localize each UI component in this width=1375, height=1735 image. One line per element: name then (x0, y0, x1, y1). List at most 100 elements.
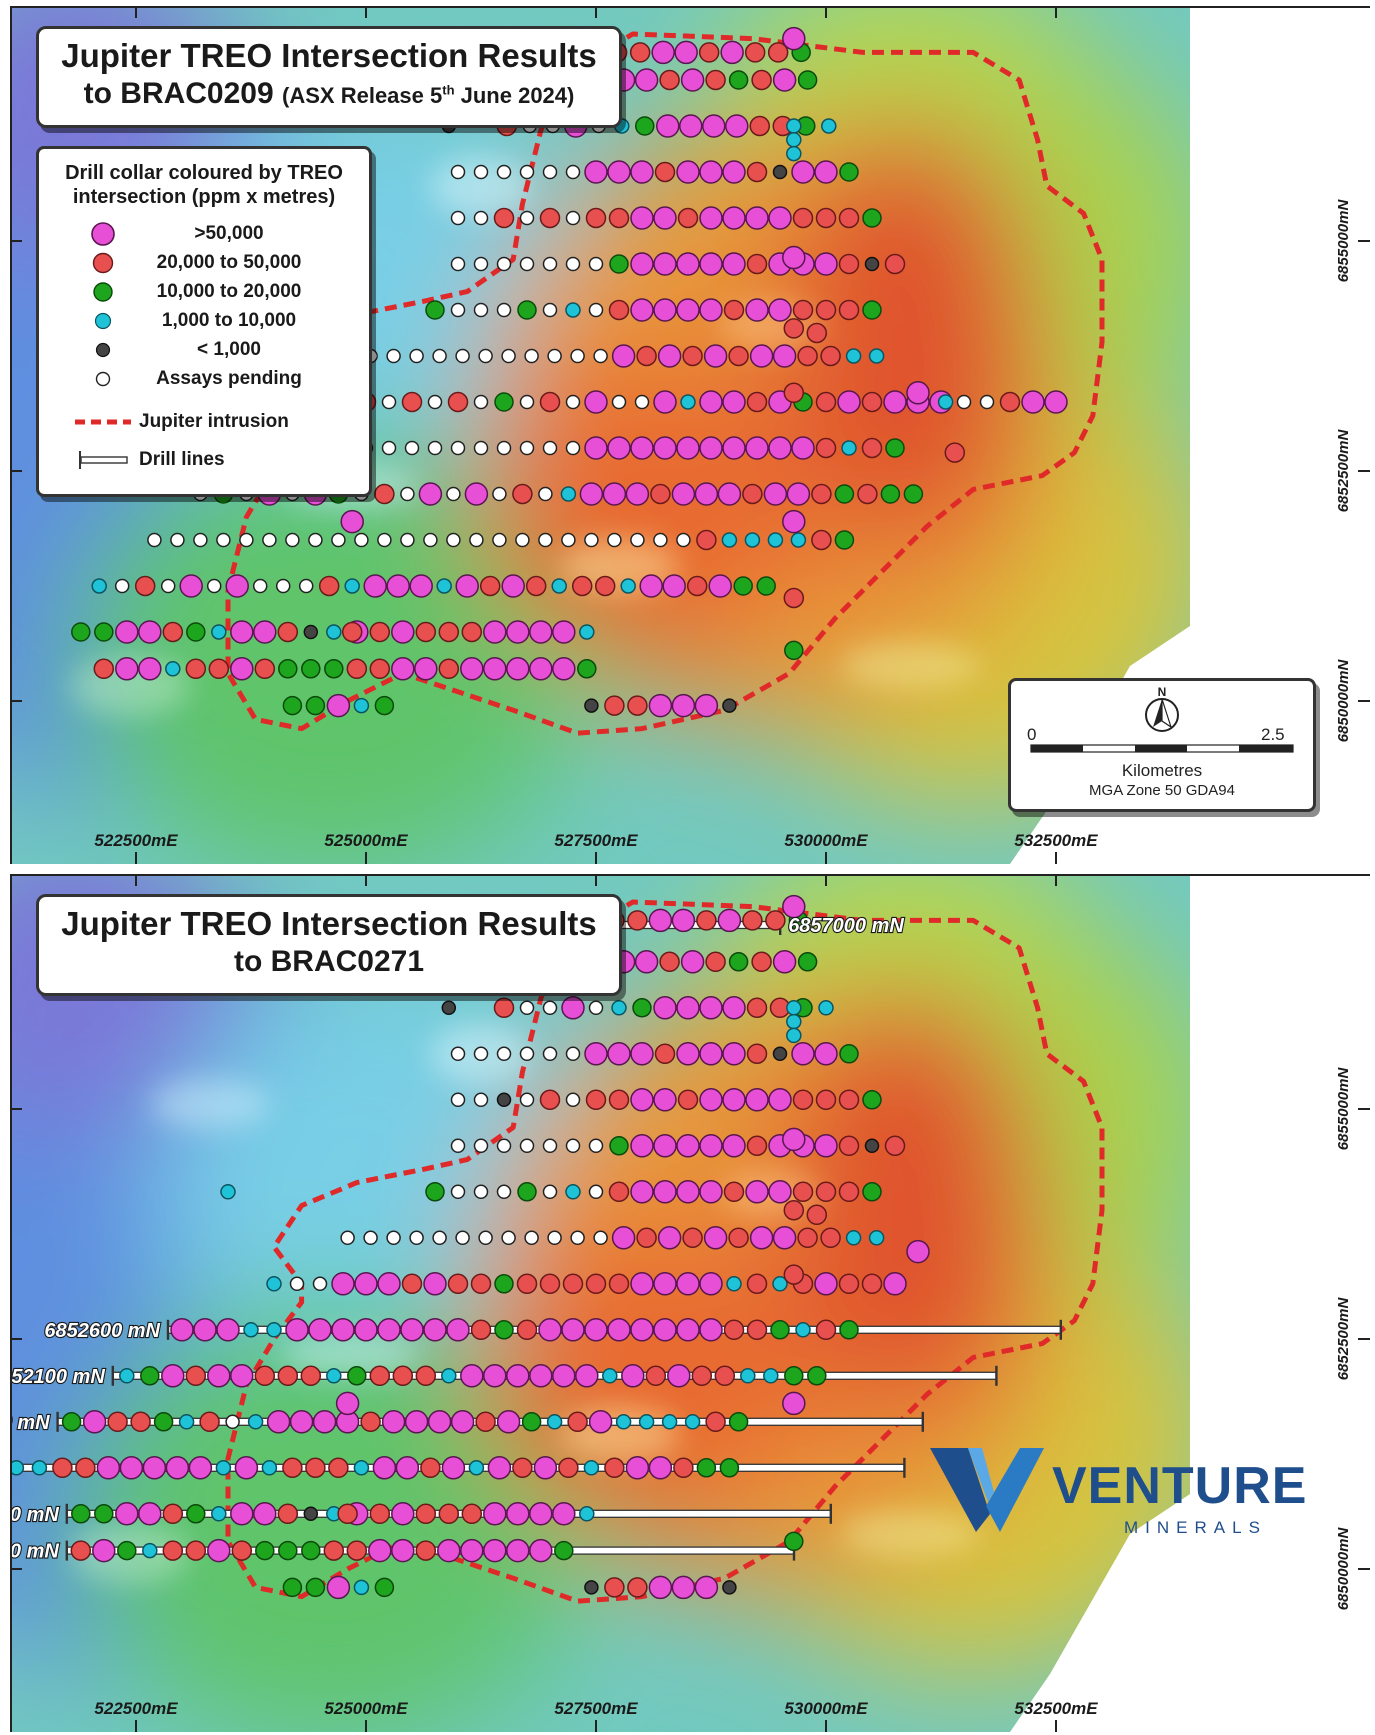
collar-20000-50000 (438, 1503, 460, 1525)
collar-10000-20000 (140, 1366, 160, 1386)
north-arrow-icon: N (1030, 685, 1294, 753)
collar-over-50000 (460, 1364, 484, 1388)
easting-label: 527500mE (554, 1699, 638, 1718)
collar-over-50000 (207, 1538, 231, 1563)
collar-over-50000 (722, 252, 746, 276)
collar-assays-pending (565, 1092, 581, 1108)
collar-assays-pending (381, 394, 397, 410)
collar-assays-pending (473, 1138, 489, 1154)
collar-10000-20000 (609, 1136, 629, 1156)
collar-20000-50000 (300, 1365, 322, 1387)
collar-over-50000 (501, 574, 525, 598)
logo-wordmark: VENTURE (1052, 1457, 1308, 1515)
collar-over-50000 (621, 1364, 645, 1388)
collar-over-50000 (460, 1538, 484, 1563)
collar-20000-50000 (604, 695, 625, 716)
collar-over-50000 (529, 620, 553, 644)
collar-assays-pending (455, 348, 470, 364)
collar-10000-20000 (756, 576, 776, 596)
collar-20000-50000 (512, 1457, 533, 1479)
collar-over-50000 (745, 1088, 769, 1112)
collar-over-50000 (115, 1502, 139, 1526)
collar-over-50000 (607, 1042, 631, 1066)
collar-20000-50000 (525, 575, 547, 597)
collar-20000-50000 (627, 910, 648, 931)
jupiter-intrusion-outline (225, 31, 1105, 736)
collar-1000-10000 (721, 532, 738, 548)
collar-over-50000 (653, 1318, 677, 1342)
collar-over-50000 (138, 620, 162, 644)
collar-over-50000 (676, 1180, 700, 1204)
collar-20000-50000 (686, 575, 708, 597)
collar-20000-50000 (682, 1227, 703, 1249)
collar-over-50000 (676, 1042, 700, 1066)
collar-over-50000 (506, 1502, 530, 1526)
collar-10000-20000 (834, 530, 855, 550)
collar-over-50000 (331, 1318, 355, 1342)
collar-20000-50000 (475, 1411, 496, 1433)
collar-10000-20000 (347, 1366, 367, 1386)
collar-10000-20000 (728, 70, 749, 90)
collar-under-1000 (864, 1138, 880, 1154)
collar-over-50000 (768, 436, 792, 460)
collar-assays-pending (542, 440, 558, 456)
collar-10000-20000 (862, 1090, 882, 1110)
collar-over-50000 (653, 252, 677, 276)
jupiter-intrusion-outline (225, 899, 1105, 1604)
collar-over-50000 (722, 206, 746, 230)
collar-20000-50000 (277, 621, 299, 643)
collar-20000-50000 (723, 1319, 745, 1341)
collar-10000-20000 (784, 1531, 804, 1552)
collar-assays-pending (363, 1230, 378, 1246)
collar-1000-10000 (441, 1368, 457, 1384)
collar-over-50000 (725, 114, 749, 138)
collar-assays-pending (496, 256, 512, 272)
collar-10000-20000 (305, 695, 326, 716)
collar-over-50000 (216, 1318, 240, 1342)
collar-10000-20000 (903, 484, 924, 504)
collar-over-50000 (722, 160, 746, 184)
collar-assays-pending (423, 532, 438, 548)
collar-over-50000 (699, 1272, 723, 1296)
collar-20000-50000 (415, 1365, 437, 1387)
collar-over-50000 (749, 344, 774, 368)
collar-assays-pending (340, 1230, 355, 1246)
collar-20000-50000 (254, 1365, 276, 1387)
collar-assays-pending (386, 348, 401, 364)
collar-10000-20000 (282, 695, 303, 716)
collar-10000-20000 (719, 1458, 740, 1478)
collar-over-50000 (679, 114, 703, 138)
collar-20000-50000 (185, 1365, 207, 1387)
collar-20000-50000 (792, 1089, 814, 1111)
collar-assays-pending (193, 532, 208, 548)
collar-20000-50000 (305, 1457, 326, 1479)
collar-20000-50000 (696, 529, 717, 551)
collar-assays-pending (312, 1276, 328, 1292)
map-subtitle: to BRAC0271 (233, 945, 425, 978)
legend-swatch-dark-circle-icon (95, 342, 111, 358)
legend-swatch-cyan-circle-icon (94, 312, 112, 330)
collar-20000-50000 (636, 345, 657, 367)
collar-20000-50000 (323, 1540, 345, 1561)
collar-assays-pending (170, 532, 185, 548)
collar-over-50000 (165, 1456, 190, 1480)
collar-10000-20000 (862, 300, 882, 320)
collar-over-50000 (331, 1272, 355, 1296)
collar-20000-50000 (107, 1411, 128, 1433)
collar-over-50000 (381, 1410, 406, 1434)
collar-over-50000 (703, 1226, 728, 1250)
collar-assays-pending (308, 532, 323, 548)
collar-20000-50000 (392, 1365, 414, 1387)
collar-10000-20000 (862, 208, 882, 228)
collar-over-50000 (414, 657, 438, 681)
collar-over-50000 (142, 1456, 167, 1480)
collar-assays-pending (565, 1046, 581, 1062)
collar-over-50000 (230, 1502, 254, 1526)
collar-over-50000 (745, 1180, 769, 1204)
collar-over-50000 (230, 657, 254, 681)
collar-20000-50000 (374, 483, 395, 505)
collar-20000-50000 (723, 299, 745, 321)
collar-1000-10000 (602, 1368, 618, 1384)
collar-over-50000 (483, 1538, 507, 1563)
